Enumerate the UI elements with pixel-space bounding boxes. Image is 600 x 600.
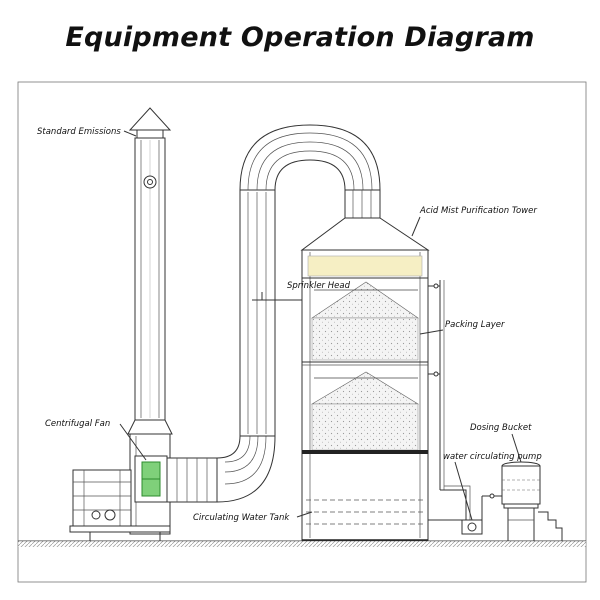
page-title: Equipment Operation Diagram xyxy=(65,22,535,53)
label-centrifugal-fan: Centrifugal Fan xyxy=(45,419,110,429)
spray-zone xyxy=(307,255,423,277)
label-dosing-bucket: Dosing Bucket xyxy=(470,423,532,433)
circulating-water-tank xyxy=(301,490,426,540)
purification-tower xyxy=(300,217,430,541)
labels: Standard Emissions Acid Mist Purificatio… xyxy=(37,127,542,523)
label-circulating-water-tank: Circulating Water Tank xyxy=(193,513,290,523)
label-sprinkler-head: Sprinkler Head xyxy=(287,281,351,291)
air-duct xyxy=(166,124,381,503)
ground xyxy=(18,540,586,547)
label-packing-layer: Packing Layer xyxy=(445,320,505,330)
dosing-bucket xyxy=(501,461,563,541)
spray-piping xyxy=(428,280,471,528)
label-acid-mist-tower: Acid Mist Purification Tower xyxy=(419,206,537,216)
centrifugal-fan xyxy=(69,455,171,541)
label-standard-emissions: Standard Emissions xyxy=(37,127,121,137)
label-water-circulating-pump: water circulating pump xyxy=(443,452,542,462)
diagram-frame xyxy=(17,81,587,583)
support-grid xyxy=(302,450,428,454)
lower-packing xyxy=(310,371,420,451)
water-circulating-pump xyxy=(461,493,502,535)
exhaust-stack xyxy=(127,107,173,535)
upper-packing xyxy=(302,281,428,366)
